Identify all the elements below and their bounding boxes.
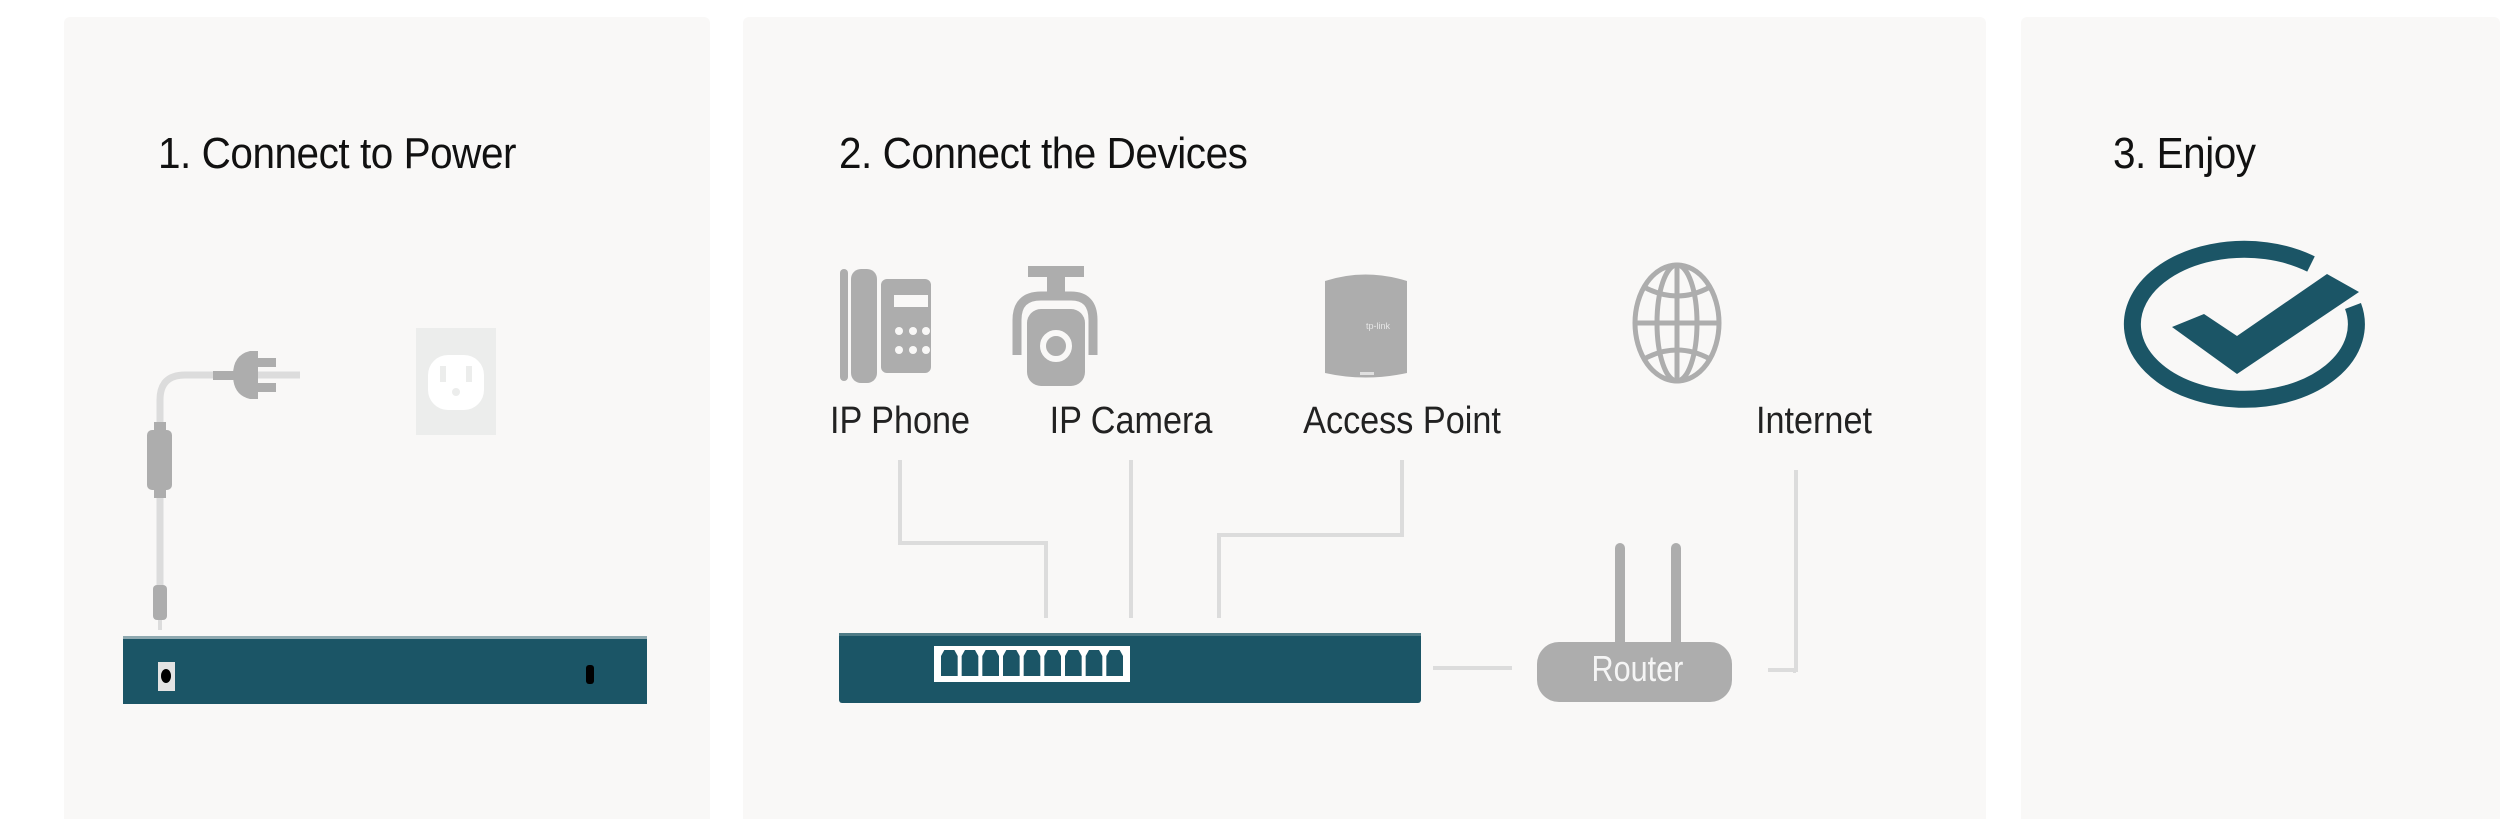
globe-icon — [1632, 262, 1722, 384]
ip-phone-keypad — [895, 327, 930, 354]
switch-port-icon — [982, 650, 999, 676]
cable-ip-phone — [898, 460, 1048, 618]
switch-port-icon — [941, 650, 958, 676]
power-plug-icon — [213, 351, 276, 399]
access-point-icon: tp-link — [1325, 274, 1407, 378]
step-title: 2. Connect the Devices — [839, 129, 1248, 178]
router-icon — [1537, 543, 1732, 702]
network-switch-icon — [839, 633, 1421, 703]
check-circle-icon — [2123, 240, 2365, 408]
switch-port-icon — [1106, 650, 1123, 676]
power-cable-icon — [147, 371, 300, 630]
step-panel-enjoy: 3. Enjoy — [2021, 17, 2500, 819]
ip-phone-icon — [840, 269, 931, 383]
step-title: 1. Connect to Power — [158, 129, 517, 178]
device-label-access-point: Access Point — [1303, 400, 1501, 442]
switch-rear-icon — [123, 636, 647, 704]
device-label-ip-phone: IP Phone — [829, 400, 971, 442]
ip-camera-icon — [1012, 266, 1098, 386]
cable-access-point — [1217, 460, 1404, 618]
cable-lines — [898, 460, 1798, 673]
device-label-internet: Internet — [1756, 400, 1872, 442]
switch-port-icon — [961, 650, 979, 676]
cable-router-internet — [1768, 470, 1798, 672]
switch-port-icon — [1065, 650, 1082, 676]
router-label: Router — [1591, 648, 1684, 689]
switch-port-icon — [1003, 650, 1020, 676]
switch-port-icon — [1044, 650, 1061, 676]
switch-ports — [941, 650, 1123, 676]
wall-outlet-icon — [416, 328, 496, 435]
switch-port-icon — [1023, 650, 1041, 676]
device-label-ip-camera: IP Camera — [1049, 400, 1213, 442]
switch-port-icon — [1085, 650, 1103, 676]
step-title: 3. Enjoy — [2113, 129, 2256, 178]
svg-text:tp-link: tp-link — [1366, 321, 1391, 331]
